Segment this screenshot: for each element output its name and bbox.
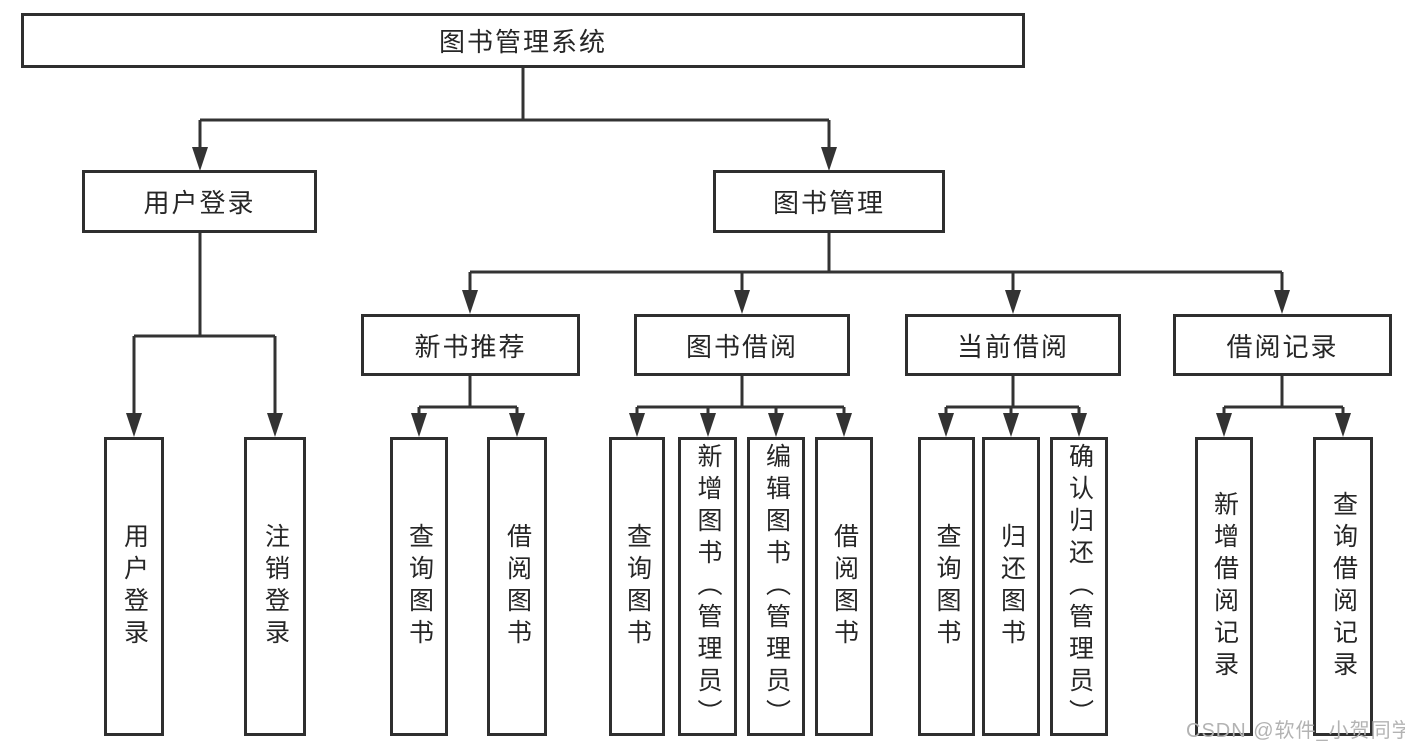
leaf-label: 归还图书 <box>997 522 1026 651</box>
connector-records-to-leaves <box>1216 376 1351 437</box>
node-user-login: 用户登录 <box>82 170 317 233</box>
leaf-records-add: 新增借阅记录 <box>1195 437 1253 736</box>
arrow-down-icon <box>126 413 142 437</box>
arrow-down-icon <box>411 413 427 437</box>
arrow-down-icon <box>629 413 645 437</box>
connector-current-to-leaves <box>938 376 1087 437</box>
node-current-borrow: 当前借阅 <box>905 314 1121 376</box>
arrow-down-icon <box>1335 413 1351 437</box>
node-book-mgmt: 图书管理 <box>713 170 945 233</box>
leaf-current-return: 归还图书 <box>982 437 1040 736</box>
leaf-user-login: 用户登录 <box>104 437 164 736</box>
leaf-label: 编辑图书（管理员） <box>762 442 791 731</box>
leaf-records-query: 查询借阅记录 <box>1313 437 1373 736</box>
arrow-down-icon <box>836 413 852 437</box>
connector-newbooks-to-leaves <box>411 376 525 437</box>
arrow-down-icon <box>1274 290 1290 314</box>
leaf-label: 查询图书 <box>623 522 652 651</box>
arrow-down-icon <box>938 413 954 437</box>
leaf-logout: 注销登录 <box>244 437 306 736</box>
leaf-current-query: 查询图书 <box>918 437 975 736</box>
node-root: 图书管理系统 <box>21 13 1025 68</box>
arrow-down-icon <box>1005 290 1021 314</box>
leaf-label: 新增借阅记录 <box>1210 490 1239 683</box>
leaf-label: 借阅图书 <box>503 522 532 651</box>
arrow-down-icon <box>192 147 208 171</box>
leaf-newbooks-query: 查询图书 <box>390 437 448 736</box>
arrow-down-icon <box>734 290 750 314</box>
node-book-borrow: 图书借阅 <box>634 314 850 376</box>
leaf-current-confirm: 确认归还（管理员） <box>1050 437 1108 736</box>
leaf-label: 查询借阅记录 <box>1329 490 1358 683</box>
leaf-label: 借阅图书 <box>830 522 859 651</box>
arrow-down-icon <box>509 413 525 437</box>
leaf-borrow-query: 查询图书 <box>609 437 665 736</box>
node-borrow-records: 借阅记录 <box>1173 314 1392 376</box>
leaf-label: 确认归还（管理员） <box>1065 442 1094 731</box>
arrow-down-icon <box>462 290 478 314</box>
leaf-label: 用户登录 <box>120 522 149 651</box>
leaf-label: 查询图书 <box>405 522 434 651</box>
arrow-down-icon <box>1003 413 1019 437</box>
leaf-newbooks-borrow: 借阅图书 <box>487 437 547 736</box>
connector-userlogin-to-leaves <box>126 233 283 437</box>
leaf-borrow-borrow: 借阅图书 <box>815 437 873 736</box>
leaf-label: 新增图书（管理员） <box>694 442 722 731</box>
arrow-down-icon <box>700 413 716 437</box>
arrow-down-icon <box>1216 413 1232 437</box>
connector-root-to-level2 <box>192 68 837 171</box>
leaf-label: 查询图书 <box>933 522 961 651</box>
arrow-down-icon <box>768 413 784 437</box>
connector-borrow-to-leaves <box>629 376 852 437</box>
node-new-books: 新书推荐 <box>361 314 580 376</box>
arrow-down-icon <box>821 147 837 171</box>
csdn-watermark: CSDN @软件_小贺同学 <box>1186 720 1405 742</box>
leaf-borrow-edit: 编辑图书（管理员） <box>747 437 805 736</box>
leaf-label: 注销登录 <box>261 522 290 651</box>
arrow-down-icon <box>1071 413 1087 437</box>
arrow-down-icon <box>267 413 283 437</box>
leaf-borrow-add: 新增图书（管理员） <box>678 437 737 736</box>
connector-bookmgmt-to-level3 <box>462 233 1290 314</box>
